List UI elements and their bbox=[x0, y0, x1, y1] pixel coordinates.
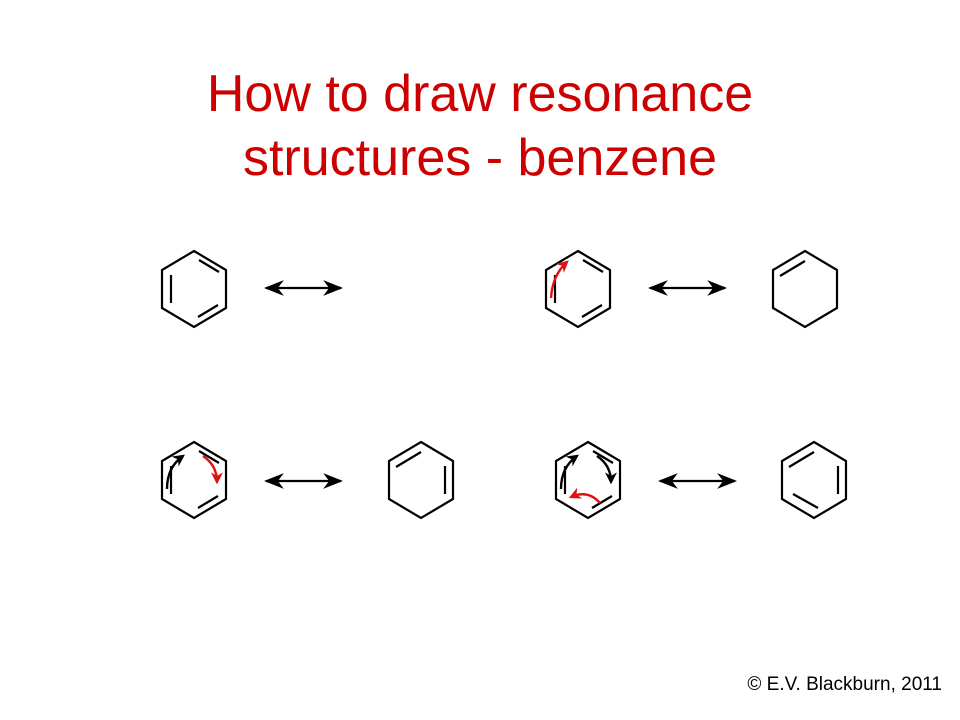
cyclohexene-structure-1 bbox=[771, 249, 839, 329]
curved-arrow-red-3 bbox=[568, 487, 601, 504]
curved-arrow-red-2 bbox=[202, 455, 223, 485]
copyright-notice: © E.V. Blackburn, 2011 bbox=[747, 674, 942, 695]
curved-arrow-black-2 bbox=[559, 454, 579, 490]
cyclohexadiene-structure bbox=[387, 440, 455, 520]
page-title: How to draw resonance structures - benze… bbox=[0, 62, 960, 190]
curved-arrow-black-3 bbox=[596, 455, 617, 485]
benzene-structure-2 bbox=[544, 249, 612, 329]
benzene-structure-5 bbox=[780, 440, 848, 520]
title-line-2: structures - benzene bbox=[242, 129, 718, 187]
curved-arrow-black-1 bbox=[165, 454, 185, 490]
curved-arrow-red-1 bbox=[549, 260, 569, 299]
title-line-1: How to draw resonance bbox=[206, 65, 754, 123]
benzene-structure-1 bbox=[160, 249, 228, 329]
